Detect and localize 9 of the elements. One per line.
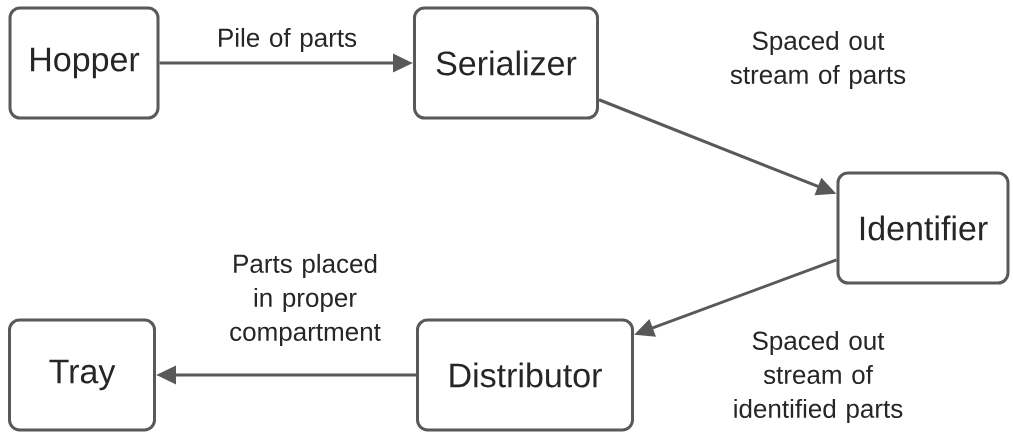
edge-label: Spaced out stream of parts [730,30,906,90]
edge-label: Pile of parts [219,27,357,53]
edge-label: Parts placed in proper compartment [230,253,381,347]
edge-label: Spaced out stream of identified parts [734,330,903,424]
process-box: Distributor [416,318,634,432]
process-box: Tray [8,318,156,432]
process-box: Serializer [413,6,599,120]
process-box: Identifier [836,171,1010,285]
process-box: Hopper [8,6,160,120]
